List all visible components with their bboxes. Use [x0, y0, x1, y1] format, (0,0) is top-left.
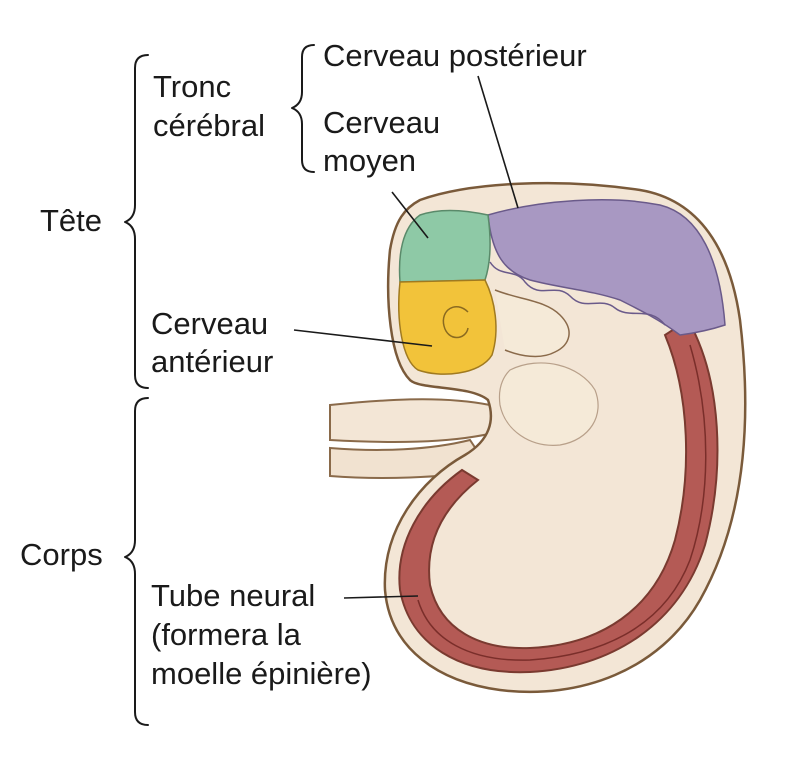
label-tube-neural-1: Tube neural [151, 578, 315, 613]
label-cerveau-posterieur: Cerveau postérieur [323, 38, 587, 73]
neural-tube [398, 318, 719, 674]
heart-bulge [498, 362, 599, 446]
forebrain [398, 279, 497, 375]
optic-vesicle [442, 306, 469, 339]
label-corps: Corps [20, 537, 103, 572]
neural-tube-lumen [417, 344, 707, 661]
tete-brace [124, 54, 149, 389]
tronc-brace [291, 44, 315, 173]
limb-bud [329, 398, 507, 443]
label-cerveau-moyen-1: Cerveau [323, 105, 440, 140]
leader-tube-neural [343, 595, 419, 599]
leader-cerveau-anterieur [293, 329, 433, 347]
label-tube-neural-2: (formera la [151, 617, 302, 652]
leader-cerveau-moyen [391, 191, 429, 239]
label-tete: Tête [40, 203, 102, 238]
label-cerveau-moyen-2: moyen [323, 143, 416, 178]
label-tronc-cerebral-2: cérébral [153, 108, 265, 143]
midbrain [398, 209, 491, 283]
hindbrain-folds [489, 261, 666, 326]
hindbrain [487, 199, 726, 336]
label-cerveau-anterieur-2: antérieur [151, 344, 273, 379]
corps-brace [124, 397, 149, 726]
label-cerveau-anterieur-1: Cerveau [151, 306, 268, 341]
label-tube-neural-3: moelle épinière) [151, 656, 372, 691]
embryo-illustration [329, 181, 747, 694]
pharyngeal-arches [494, 289, 570, 358]
label-tronc-cerebral-1: Tronc [153, 69, 231, 104]
leader-cerveau-posterieur [477, 75, 519, 209]
